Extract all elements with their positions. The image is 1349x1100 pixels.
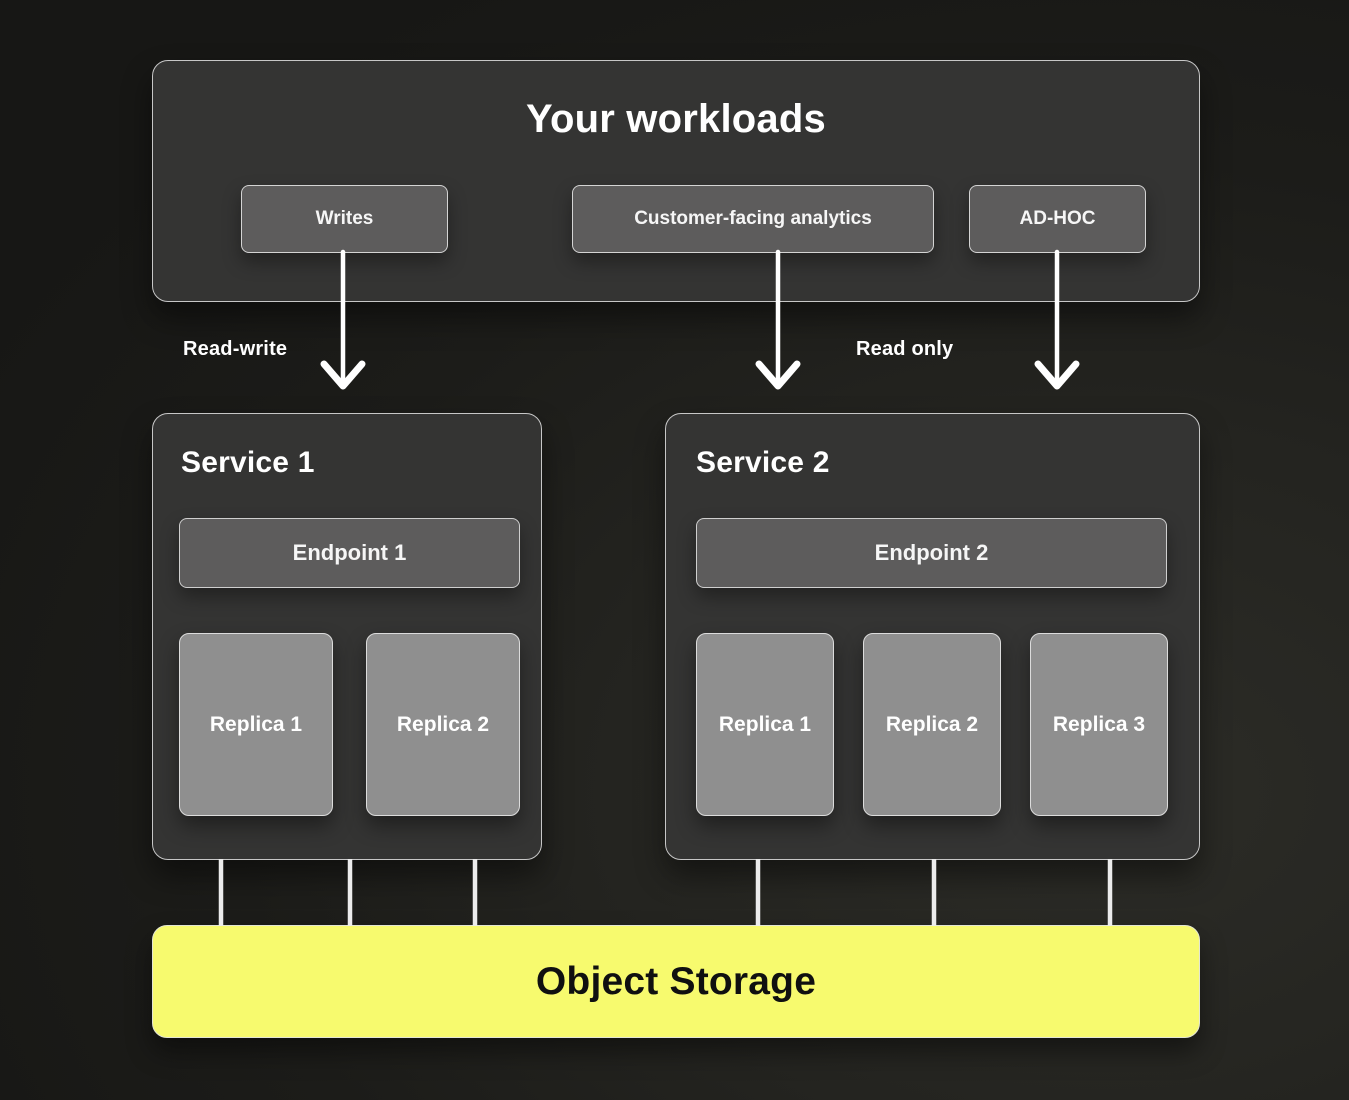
read-only-label: Read only bbox=[856, 338, 954, 360]
service-2-replica-3: Replica 3 bbox=[1030, 633, 1168, 816]
workload-chip-writes: Writes bbox=[241, 185, 448, 253]
workloads-panel: Your workloads Writes Customer-facing an… bbox=[152, 60, 1200, 302]
service-2-endpoint: Endpoint 2 bbox=[696, 518, 1167, 588]
workload-chip-customer-facing-analytics: Customer-facing analytics bbox=[572, 185, 934, 253]
service-2-replica-2: Replica 2 bbox=[863, 633, 1001, 816]
storage-connector-lines bbox=[218, 859, 1113, 926]
service-1-endpoint: Endpoint 1 bbox=[179, 518, 520, 588]
workloads-title: Your workloads bbox=[526, 97, 826, 141]
object-storage-label: Object Storage bbox=[535, 959, 817, 1003]
workload-chip-ad-hoc: AD-HOC bbox=[969, 185, 1146, 253]
service-1-title: Service 1 bbox=[181, 446, 315, 479]
service-2-title: Service 2 bbox=[696, 446, 830, 479]
service-1-replica-2: Replica 2 bbox=[366, 633, 520, 816]
read-write-label: Read-write bbox=[183, 338, 288, 360]
service-1-replica-1: Replica 1 bbox=[179, 633, 333, 816]
service-1-panel: Service 1 Endpoint 1 Replica 1 Replica 2 bbox=[152, 413, 542, 860]
object-storage-box: Object Storage bbox=[152, 925, 1200, 1038]
service-2-replica-1: Replica 1 bbox=[696, 633, 834, 816]
service-2-panel: Service 2 Endpoint 2 Replica 1 Replica 2… bbox=[665, 413, 1200, 860]
